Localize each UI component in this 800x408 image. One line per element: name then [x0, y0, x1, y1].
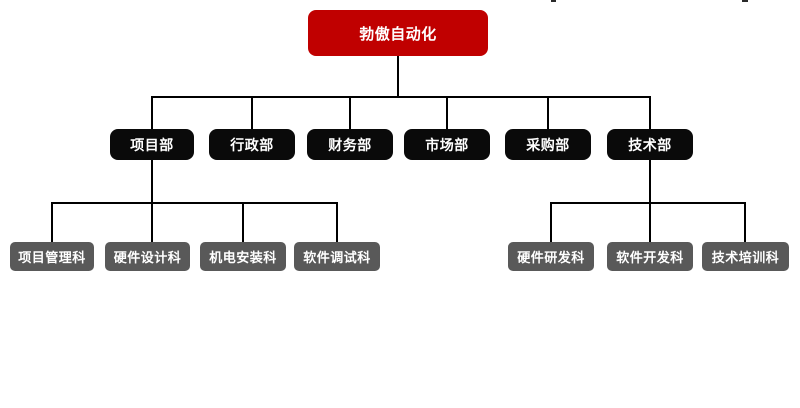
connector-departments-rail — [151, 96, 651, 98]
connector-drop-project-management — [51, 202, 53, 242]
connector-tech-sections-rail — [550, 202, 746, 204]
section-node-project-management: 项目管理科 — [10, 242, 94, 271]
connector-project-sections-rail — [51, 202, 338, 204]
connector-drop-mechatronics-installation — [242, 202, 244, 242]
root-node-company: 勃傲自动化 — [308, 10, 488, 56]
cropped-glyph-fragment — [551, 0, 556, 2]
cropped-glyph-fragment — [742, 0, 748, 2]
connector-tech-stem — [649, 160, 651, 242]
connector-drop-tech — [649, 96, 651, 129]
connector-drop-finance — [349, 96, 351, 129]
section-node-software-debugging: 软件调试科 — [294, 242, 380, 271]
dept-node-admin: 行政部 — [209, 129, 295, 160]
connector-drop-tech-training — [744, 202, 746, 242]
dept-node-tech: 技术部 — [607, 129, 693, 160]
connector-drop-software-debugging — [336, 202, 338, 242]
dept-node-finance: 财务部 — [307, 129, 393, 160]
dept-node-project: 项目部 — [110, 129, 194, 160]
section-node-hardware-rnd: 硬件研发科 — [508, 242, 594, 271]
section-node-mechatronics-installation: 机电安装科 — [200, 242, 286, 271]
connector-root-stem — [397, 56, 399, 96]
connector-drop-project — [151, 96, 153, 129]
dept-node-market: 市场部 — [404, 129, 490, 160]
connector-drop-procurement — [547, 96, 549, 129]
connector-drop-market — [446, 96, 448, 129]
section-node-software-development: 软件开发科 — [607, 242, 693, 271]
connector-drop-hardware-rnd — [550, 202, 552, 242]
section-node-hardware-design: 硬件设计科 — [105, 242, 190, 271]
connector-drop-admin — [251, 96, 253, 129]
connector-project-stem — [151, 160, 153, 242]
dept-node-procurement: 采购部 — [505, 129, 591, 160]
section-node-tech-training: 技术培训科 — [702, 242, 789, 271]
